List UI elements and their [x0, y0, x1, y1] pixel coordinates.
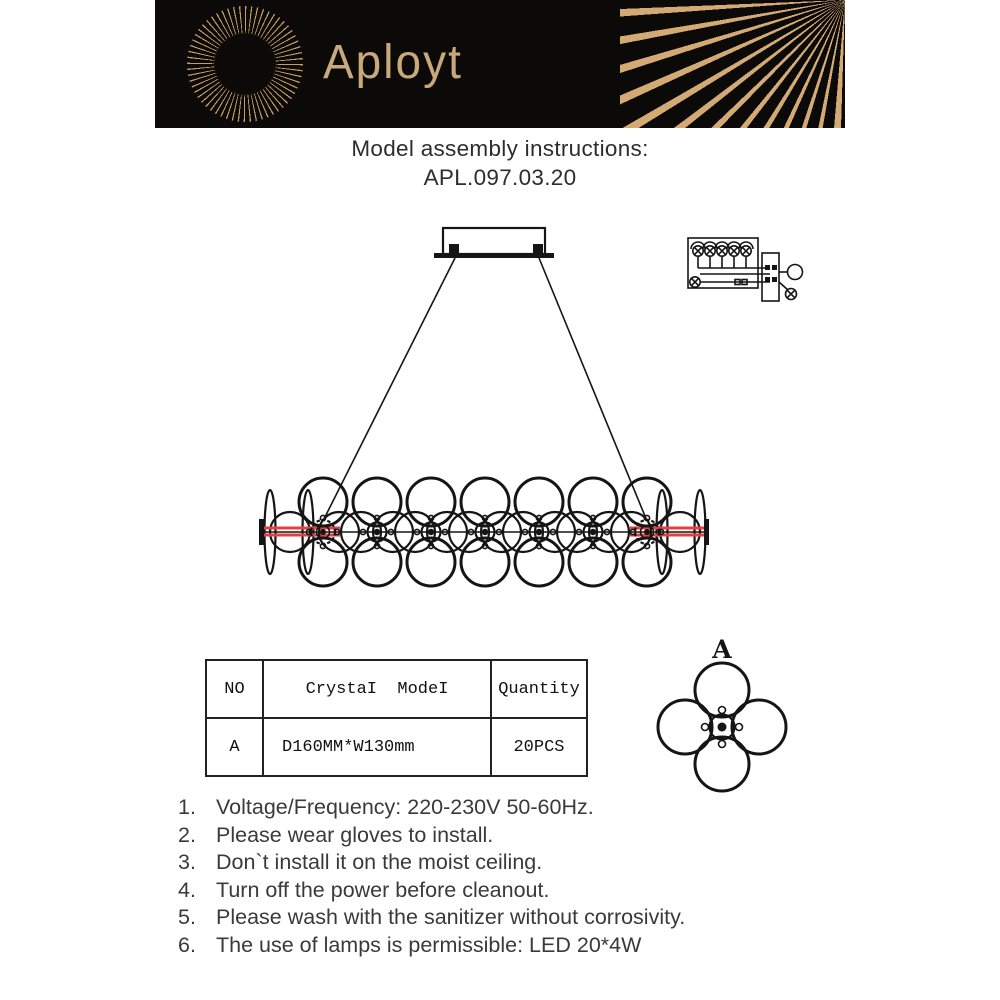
ceiling-canopy	[434, 226, 554, 258]
hanging-wires	[322, 257, 648, 522]
wiring-schematic	[687, 237, 804, 302]
model-number: APL.097.03.20	[423, 165, 577, 190]
instruction-item: Please wash with the sanitizer without c…	[216, 905, 686, 930]
cell-model: D160MM*W130mm	[262, 717, 492, 777]
brand-name: Aployt	[323, 33, 463, 89]
instruction-item: Please wear gloves to install.	[216, 822, 494, 847]
page-title: Model assembly instructions:	[351, 136, 649, 161]
chandelier-diagram	[259, 226, 804, 588]
instruction-item: Don`t install it on the moist ceiling.	[216, 850, 543, 875]
sunburst-logo-icon	[187, 6, 303, 122]
corner-rays-decoration-icon	[620, 0, 845, 128]
title-block: Model assembly instructions: APL.097.03.…	[0, 134, 1000, 192]
parts-table: NO CrystaI ModeI Quantity A D160MM*W130m…	[205, 659, 588, 777]
detail-label: A	[711, 635, 732, 664]
brand-banner: Aployt	[155, 0, 845, 128]
table-row: A D160MM*W130mm 20PCS	[205, 717, 588, 777]
header-no: NO	[205, 659, 264, 719]
cell-quantity: 20PCS	[490, 717, 588, 777]
crystal-detail-diagram: A	[656, 635, 788, 793]
instruction-item: The use of lamps is permissible: LED 20*…	[216, 932, 642, 957]
header-model: CrystaI ModeI	[262, 659, 492, 719]
header-quantity: Quantity	[490, 659, 588, 719]
crystal-flower-icon	[656, 661, 788, 793]
crystal-ring	[259, 476, 709, 588]
table-header-row: NO CrystaI ModeI Quantity	[205, 659, 588, 719]
instruction-item: Turn off the power before cleanout.	[216, 877, 550, 902]
cell-no: A	[205, 717, 264, 777]
instruction-item: Voltage/Frequency: 220-230V 50-60Hz.	[216, 795, 594, 819]
instruction-list: Voltage/Frequency: 220-230V 50-60Hz. Ple…	[178, 794, 858, 960]
